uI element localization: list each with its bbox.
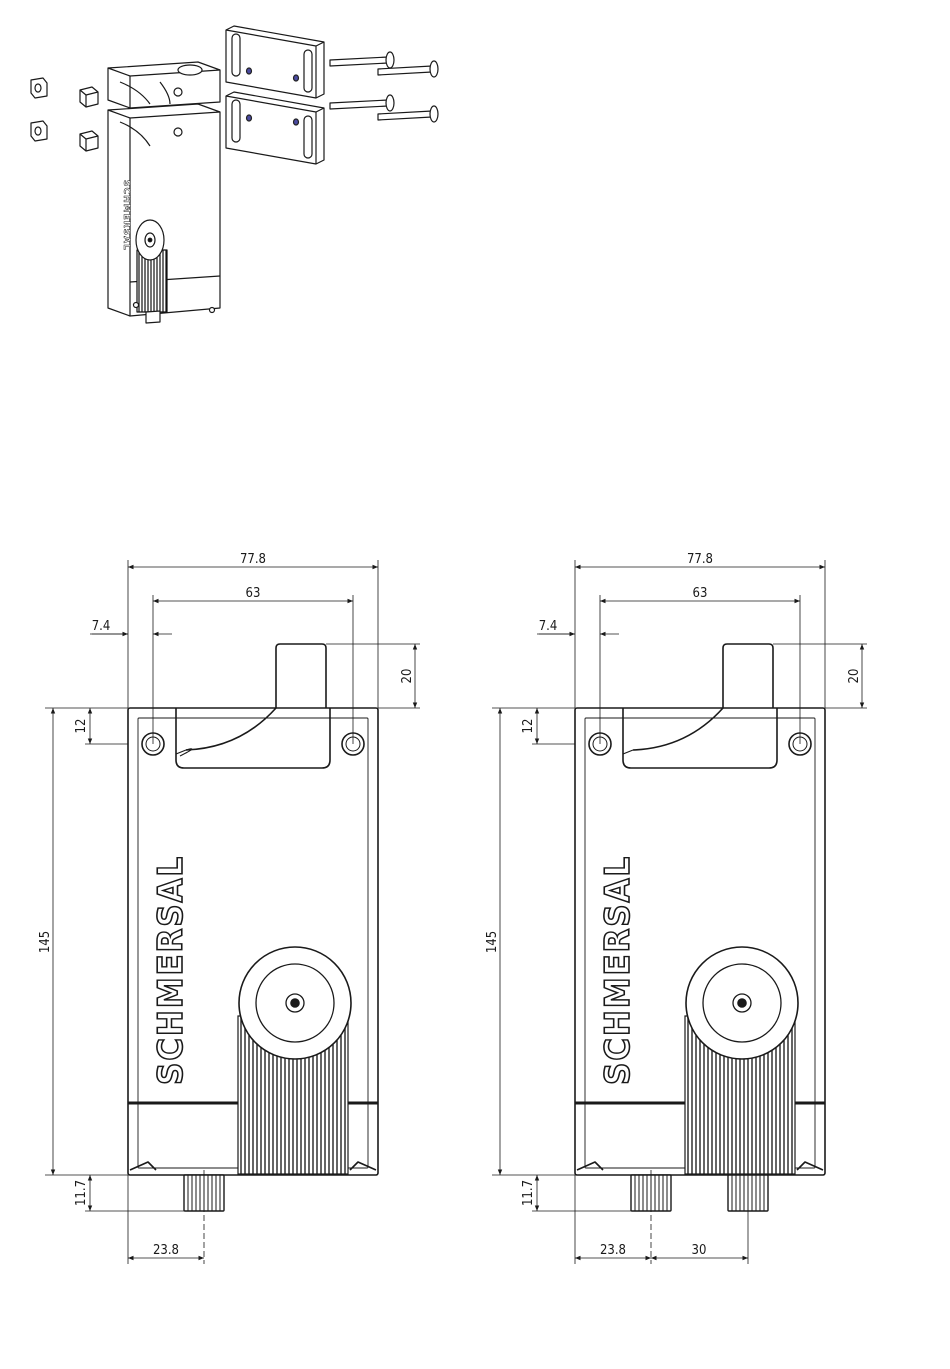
dim-hole-depth: 12: [74, 719, 89, 734]
cap-nut-top-left: [31, 78, 47, 98]
dim-width: 77.8: [687, 552, 713, 567]
dim-hole-offset: 7.4: [92, 619, 111, 634]
dim-height: 145: [485, 931, 500, 953]
dim-actuator-height: 20: [400, 669, 415, 684]
dim-hole-offset: 7.4: [539, 619, 558, 634]
connector-2: [728, 1175, 768, 1211]
dim-connector-length: 11.7: [74, 1180, 89, 1206]
front-view-dual-connector: SCHMERSAL: [485, 552, 867, 1264]
dim-connector-offset: 23.8: [153, 1243, 179, 1258]
mounting-plate-top: [226, 26, 324, 98]
dim-actuator-height: 20: [847, 669, 862, 684]
release-knob: [686, 947, 798, 1059]
switch-body-iso: SCHMERSAL: [108, 62, 220, 323]
cap-nut-bottom-left: [31, 121, 47, 141]
dim-connector-length: 11.7: [521, 1180, 536, 1206]
dimensions: [492, 560, 867, 1264]
screw-1: [330, 52, 394, 68]
brand-logo-iso: SCHMERSAL: [121, 180, 131, 251]
dim-hole-spacing: 63: [693, 586, 708, 601]
dim-hole-spacing: 63: [246, 586, 261, 601]
release-knob: [239, 947, 351, 1059]
front-view-single-connector: SCHMERSAL: [38, 552, 420, 1264]
spacer-bottom: [80, 131, 98, 151]
spacer-top: [80, 87, 98, 107]
dim-hole-depth: 12: [521, 719, 536, 734]
dim-height: 145: [38, 931, 53, 953]
brand-logo: SCHMERSAL: [151, 855, 191, 1085]
dimensions: [45, 560, 420, 1264]
exploded-view: SCHMERSAL: [31, 26, 438, 323]
dim-connector-offset: 23.8: [600, 1243, 626, 1258]
dim-connector-spacing: 30: [692, 1243, 707, 1258]
mounting-plate-bottom: [226, 92, 324, 164]
brand-logo: SCHMERSAL: [598, 855, 638, 1085]
screw-3: [330, 95, 394, 111]
screws: [330, 52, 438, 122]
dim-width: 77.8: [240, 552, 266, 567]
